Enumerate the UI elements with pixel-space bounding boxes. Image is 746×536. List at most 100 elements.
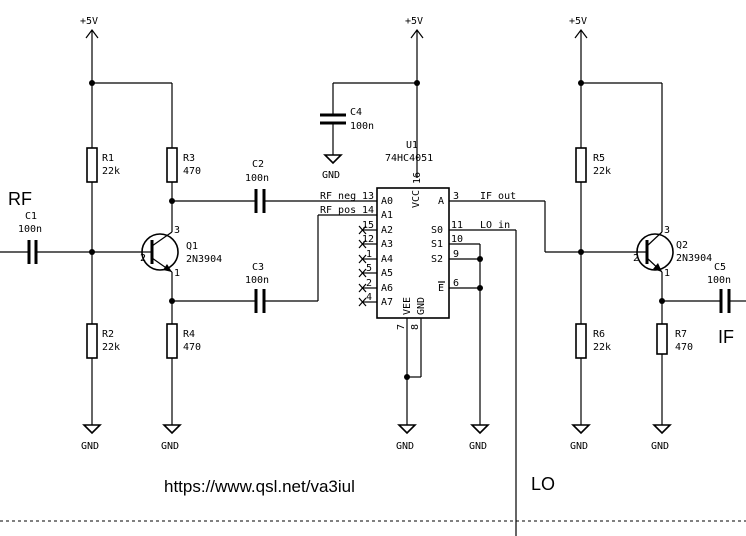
ground-symbol-r4	[162, 424, 182, 435]
c1-value: 100n	[18, 224, 42, 235]
ic-pin-num-10: 10	[451, 234, 463, 245]
r2-value: 22k	[102, 342, 120, 353]
ic-pin-num-5: 5	[366, 263, 372, 274]
r5-ref: R5	[593, 153, 605, 164]
r7-value: 470	[675, 342, 693, 353]
ic-pin-num-12: 12	[362, 234, 374, 245]
q1-ref: Q1	[186, 241, 198, 252]
ic-pin-num-4: 4	[366, 292, 372, 303]
gnd-label-r2: GND	[81, 441, 99, 452]
ic-pin-a7: A7	[381, 297, 393, 308]
resistor-r7	[656, 323, 668, 355]
net-label-vcc-mid: +5V	[405, 16, 423, 27]
net-label-rf-pos: RF_pos	[320, 205, 356, 216]
power-symbol-left: +5V	[80, 16, 99, 83]
net-label-lo-in: LO_in	[480, 220, 510, 231]
ic-pin-e: E	[438, 283, 444, 294]
resistor-r2	[86, 323, 98, 359]
gnd-label-r6: GND	[570, 441, 588, 452]
gnd-label-r4: GND	[161, 441, 179, 452]
ic-pin-num-3: 3	[453, 191, 459, 202]
ic-pin-num-15: 15	[362, 220, 374, 231]
ground-symbol-r6	[571, 424, 591, 435]
resistor-r3	[166, 147, 178, 183]
r7-ref: R7	[675, 329, 687, 340]
r4-ref: R4	[183, 329, 195, 340]
ic-pin-num-8: 8	[410, 324, 421, 330]
ic-pin-a3: A3	[381, 239, 393, 250]
q1-collector-pin: 3	[174, 225, 180, 236]
ic-pin-num-16: 16	[412, 172, 423, 184]
r6-ref: R6	[593, 329, 605, 340]
r3-value: 470	[183, 166, 201, 177]
ic-pin-a4: A4	[381, 254, 393, 265]
net-label-vcc-right: +5V	[569, 16, 587, 27]
ic-pin-num-13: 13	[362, 191, 374, 202]
ic-pin-num-9: 9	[453, 249, 459, 260]
ic-pin-num-2: 2	[366, 278, 372, 289]
rf-input-label: RF	[8, 189, 32, 209]
ic-pin-s0: S0	[431, 225, 443, 236]
ground-symbol-c4	[323, 154, 343, 165]
gnd-label-u1: GND	[396, 441, 414, 452]
resistor-r1	[86, 147, 98, 183]
c2-ref: C2	[252, 159, 264, 170]
c5-value: 100n	[707, 275, 731, 286]
q1-value: 2N3904	[186, 254, 222, 265]
ic-pin-num-14: 14	[362, 205, 374, 216]
rf-input-stage: +5V R1 22k R2 22k GND RF C1 100n	[0, 16, 377, 452]
gnd-label-r7: GND	[651, 441, 669, 452]
ic-pin-a: A	[438, 196, 444, 207]
q2-value: 2N3904	[676, 253, 712, 264]
ic-pin-s2: S2	[431, 254, 443, 265]
q1-base-pin: 2	[140, 253, 146, 264]
c2-value: 100n	[245, 173, 269, 184]
ic-u1-body	[376, 187, 450, 319]
c4-value: 100n	[350, 121, 374, 132]
lo-input-label: LO	[531, 474, 555, 494]
ic-pin-num-1: 1	[366, 249, 372, 260]
resistor-r5	[575, 147, 587, 183]
q2-emitter-pin: 1	[664, 268, 670, 279]
ic-pin-vee: VEE	[402, 297, 413, 315]
c3-ref: C3	[252, 262, 264, 273]
ic-pin-a2: A2	[381, 225, 393, 236]
ic-pin-gnd: GND	[416, 297, 427, 315]
u1-value: 74HC4051	[385, 153, 433, 164]
ground-symbol-u1	[397, 424, 417, 435]
resistor-r4	[166, 323, 178, 359]
r4-value: 470	[183, 342, 201, 353]
q2-base-pin: 2	[633, 253, 639, 264]
author-url: https://www.qsl.net/va3iul	[164, 477, 355, 496]
r6-value: 22k	[593, 342, 611, 353]
ground-symbol-r7	[652, 424, 672, 435]
transistor-q2: 2 3 1	[633, 225, 674, 279]
q1-emitter-pin: 1	[174, 268, 180, 279]
c1-ref: C1	[25, 211, 37, 222]
u1-ref: U1	[406, 140, 418, 151]
if-output-label: IF	[718, 327, 734, 347]
q2-ref: Q2	[676, 240, 688, 251]
ic-pin-num-11: 11	[451, 220, 463, 231]
net-label-if-out: IF_out	[480, 191, 516, 202]
c5-ref: C5	[714, 262, 726, 273]
resistor-r6	[575, 323, 587, 359]
ic-pin-a6: A6	[381, 283, 393, 294]
ic-pin-num-7: 7	[396, 324, 407, 330]
r3-ref: R3	[183, 153, 195, 164]
ic-pin-a1: A1	[381, 210, 393, 221]
net-label-rf-neg: RF_neg	[320, 191, 356, 202]
gnd-label-select: GND	[469, 441, 487, 452]
ground-symbol-r2	[82, 424, 102, 435]
transistor-q1: 2 3 1	[140, 225, 180, 279]
if-output-stage: +5V R5 22k R6 22k GND 2 3 1 Q2 2N3904	[544, 16, 746, 452]
net-label-vcc-left: +5V	[80, 16, 98, 27]
ic-pin-num-6: 6	[453, 278, 459, 289]
c3-value: 100n	[245, 275, 269, 286]
r1-ref: R1	[102, 153, 114, 164]
r1-value: 22k	[102, 166, 120, 177]
ic-unconnected-pins	[358, 225, 377, 307]
ic-pin-a5: A5	[381, 268, 393, 279]
r5-value: 22k	[593, 166, 611, 177]
